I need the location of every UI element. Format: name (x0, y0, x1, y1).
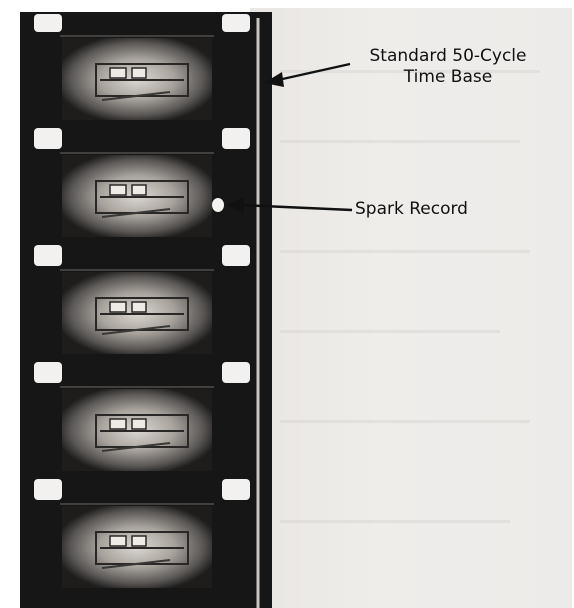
film-frame (60, 269, 214, 354)
time-base-label: Standard 50-Cycle Time Base (348, 46, 548, 88)
time-base-label-line2: Time Base (403, 67, 493, 87)
sprocket-hole (34, 362, 62, 380)
frame-apparatus-block (109, 67, 127, 79)
frame-apparatus-block (131, 67, 147, 79)
sprocket-hole (222, 479, 250, 497)
ghost-text-line (280, 140, 520, 143)
frame-apparatus-block (131, 535, 147, 547)
sprocket-hole (222, 245, 250, 263)
time-base-arrow (264, 62, 351, 87)
frame-apparatus-rod (101, 559, 171, 569)
frame-apparatus-rod (101, 442, 171, 452)
frame-apparatus-block (109, 301, 127, 313)
sprocket-hole (222, 362, 250, 380)
frame-apparatus-rod (101, 91, 171, 101)
sprocket-hole (34, 14, 62, 32)
sprocket-hole (222, 128, 250, 146)
film-frame (60, 35, 214, 120)
film-frame (60, 386, 214, 471)
ghost-text-line (280, 330, 500, 333)
spark-record-label: Spark Record (355, 199, 468, 219)
frame-apparatus-rod (101, 325, 171, 335)
frame-apparatus-block (109, 184, 127, 196)
sprocket-hole (34, 245, 62, 263)
ghost-text-line (280, 520, 510, 523)
ghost-text-line (280, 70, 540, 73)
frame-apparatus-block (131, 184, 147, 196)
paper-background (250, 8, 572, 608)
sprocket-hole (222, 14, 250, 32)
frame-apparatus-block (131, 301, 147, 313)
frame-apparatus-block (109, 535, 127, 547)
ghost-text-line (280, 250, 530, 253)
frame-apparatus-block (109, 418, 127, 430)
film-frame (60, 152, 214, 237)
ghost-text-line (280, 420, 530, 423)
sprocket-hole (34, 479, 62, 497)
time-base-label-line1: Standard 50-Cycle (369, 46, 527, 66)
frame-apparatus-rod (101, 208, 171, 218)
frame-apparatus-block (131, 418, 147, 430)
spark-record-dot (212, 198, 224, 212)
film-frame (60, 503, 214, 588)
sprocket-hole (34, 128, 62, 146)
spark-record-arrow (226, 197, 353, 213)
